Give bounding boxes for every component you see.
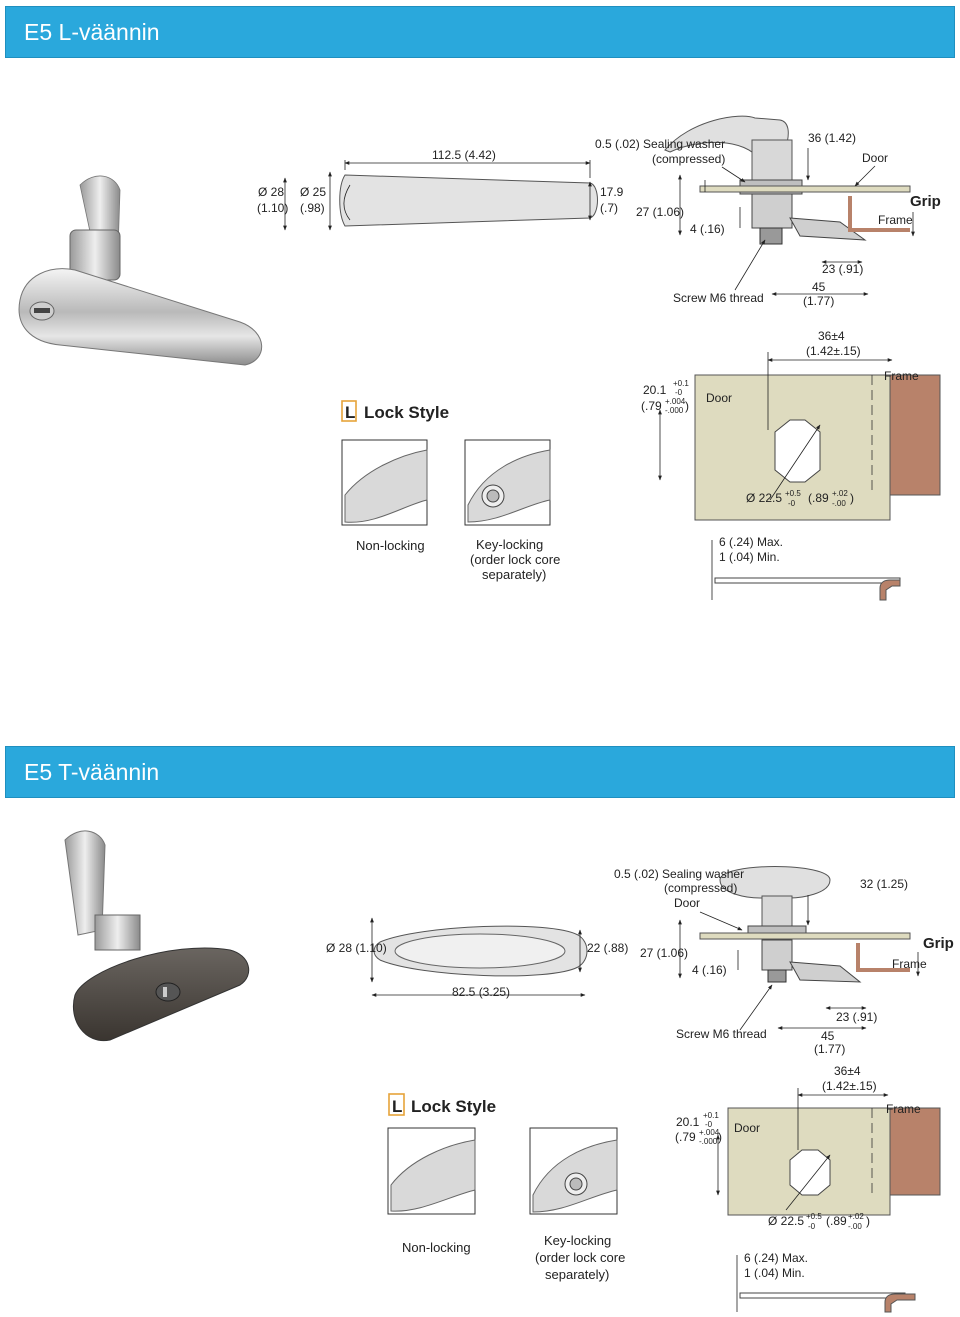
- t-cut-door: Door: [734, 1121, 760, 1135]
- l-dim-d36: 36 (1.42): [808, 131, 856, 145]
- l-cut-h201: 20.1: [643, 383, 667, 397]
- l-cut-h201-in-tol2: -.000: [665, 406, 684, 415]
- l-dim-grip: Grip: [910, 193, 941, 210]
- t-lock-style: L Lock Style Non-locking Key-locking (or…: [387, 1093, 625, 1282]
- t-section-drawing: 0.5 (.02) Sealing washer (compressed) Do…: [614, 866, 954, 1056]
- t-cut-d36-in: (1.42±.15): [822, 1079, 877, 1093]
- l-dim-dia28: Ø 28: [258, 185, 284, 199]
- t-dim-compressed: (compressed): [664, 881, 737, 895]
- l-cut-max: 6 (.24) Max.: [719, 535, 783, 549]
- l-dim-screw: Screw M6 thread: [673, 291, 764, 305]
- l-cut-frame: Frame: [884, 369, 919, 383]
- t-dim-d45-in: (1.77): [814, 1042, 845, 1056]
- t-cut-frame: Frame: [886, 1102, 921, 1116]
- t-dim-frame: Frame: [892, 957, 927, 971]
- t-cut-h201-tol2: -0: [705, 1120, 713, 1129]
- t-key-locking-2: (order lock core: [535, 1250, 625, 1265]
- l-dim-d45-in: (1.77): [803, 294, 834, 308]
- t-cut-dia225-tol2: -0: [808, 1222, 816, 1231]
- t-dim-washer: 0.5 (.02) Sealing washer: [614, 867, 744, 881]
- l-dim-d4: 4 (.16): [690, 222, 725, 236]
- l-handle-drawing: 112.5 (4.42) Ø 28 (1.10) Ø 25 (.98) 17.9…: [257, 148, 624, 231]
- t-cut-h201-in-tol: +.004: [699, 1128, 720, 1137]
- l-dim-washer: 0.5 (.02) Sealing washer: [595, 137, 725, 151]
- l-dim-dia28-in: (1.10): [257, 201, 288, 215]
- t-cut-h201-in: (.79: [675, 1130, 696, 1144]
- t-lock-style-letter: L: [392, 1097, 402, 1116]
- t-cutout-drawing: 36±4 (1.42±.15) Frame 20.1 +0.1 -0 (.79 …: [675, 1064, 941, 1313]
- l-dim-compressed: (compressed): [652, 152, 725, 166]
- t-cut-max: 6 (.24) Max.: [744, 1251, 808, 1265]
- l-cut-h201-in: (.79: [641, 399, 662, 413]
- l-cut-dia225: Ø 22.5: [746, 491, 782, 505]
- l-cut-dia225-in-tol2: -.00: [832, 499, 846, 508]
- l-key-locking-2: (order lock core: [470, 552, 560, 567]
- t-cut-h201-tol: +0.1: [703, 1111, 719, 1120]
- t-key-locking-1: Key-locking: [544, 1233, 611, 1248]
- t-dim-d32: 32 (1.25): [860, 877, 908, 891]
- l-cut-h201-tol: +0.1: [673, 379, 689, 388]
- l-handle-photo: [18, 175, 263, 366]
- t-handle-photo: [64, 830, 250, 1042]
- l-cut-d36-in: (1.42±.15): [806, 344, 861, 358]
- l-cut-dia225-in: (.89: [808, 491, 829, 505]
- section-title-t: E5 T-väännin: [5, 746, 955, 798]
- l-lock-style-letter: L: [345, 403, 355, 422]
- l-section-drawing: 0.5 (.02) Sealing washer (compressed) 36…: [595, 115, 941, 308]
- l-cut-dia225-in-tol: +.02: [832, 489, 848, 498]
- section-title-l: E5 L-väännin: [5, 6, 955, 58]
- l-cut-dia225-in-close: ): [850, 491, 854, 505]
- l-cutout-drawing: 36±4 (1.42±.15) Frame 20.1 +0.1 -0 (.79 …: [641, 329, 941, 601]
- l-lock-style-label: Lock Style: [364, 403, 449, 422]
- t-cut-h201-in-close: ): [718, 1130, 722, 1144]
- t-dim-d22: 22 (.88): [587, 941, 628, 955]
- l-non-locking: Non-locking: [356, 538, 425, 553]
- t-dim-door: Door: [674, 896, 700, 910]
- t-cut-dia225-in-tol2: -.00: [848, 1222, 862, 1231]
- t-cut-dia225-tol: +0.5: [806, 1212, 822, 1221]
- t-dim-dia28: Ø 28 (1.10): [326, 941, 387, 955]
- t-lock-style-label: Lock Style: [411, 1097, 496, 1116]
- t-cut-h201-in-tol2: -.000: [699, 1137, 718, 1146]
- l-dim-d27: 27 (1.06): [636, 205, 684, 219]
- t-dim-d23: 23 (.91): [836, 1010, 877, 1024]
- t-cut-d36: 36±4: [834, 1064, 861, 1078]
- t-dim-d45: 45: [821, 1029, 835, 1043]
- t-cut-dia225-in: (.89: [826, 1214, 847, 1228]
- l-dim-door: Door: [862, 151, 888, 165]
- l-lock-style: L Lock Style Non-locking Key-locking (or…: [341, 400, 560, 582]
- l-cut-h201-in-close: ): [685, 399, 689, 413]
- t-dim-d27: 27 (1.06): [640, 946, 688, 960]
- l-dim-dia25: Ø 25: [300, 185, 326, 199]
- t-dim-d825: 82.5 (3.25): [452, 985, 510, 999]
- l-dim-d23: 23 (.91): [822, 262, 863, 276]
- t-cut-min: 1 (.04) Min.: [744, 1266, 805, 1280]
- l-cut-d36: 36±4: [818, 329, 845, 343]
- l-dim-d45: 45: [812, 280, 826, 294]
- t-key-locking-3: separately): [545, 1267, 609, 1282]
- l-cut-door: Door: [706, 391, 732, 405]
- t-dim-d4: 4 (.16): [692, 963, 727, 977]
- t-dim-screw: Screw M6 thread: [676, 1027, 767, 1041]
- l-dim-length: 112.5 (4.42): [432, 148, 496, 162]
- l-cut-h201-tol2: -0: [675, 388, 683, 397]
- l-key-locking-3: separately): [482, 567, 546, 582]
- l-dim-h179-in: (.7): [600, 201, 618, 215]
- t-cut-dia225-in-close: ): [866, 1214, 870, 1228]
- t-dim-grip: Grip: [923, 935, 954, 952]
- t-cut-h201: 20.1: [676, 1115, 700, 1129]
- t-handle-drawing: Ø 28 (1.10) 22 (.88) 82.5 (3.25): [326, 917, 628, 999]
- l-cut-dia225-tol2: -0: [788, 499, 796, 508]
- l-dim-h179: 17.9: [600, 185, 624, 199]
- l-dim-dia25-in: (.98): [300, 201, 325, 215]
- l-cut-h201-in-tol: +.004: [665, 397, 686, 406]
- l-key-locking-1: Key-locking: [476, 537, 543, 552]
- t-cut-dia225-in-tol: +.02: [848, 1212, 864, 1221]
- t-cut-dia225: Ø 22.5: [768, 1214, 804, 1228]
- l-dim-frame: Frame: [878, 213, 913, 227]
- l-cut-dia225-tol: +0.5: [785, 489, 801, 498]
- t-non-locking: Non-locking: [402, 1240, 471, 1255]
- l-cut-min: 1 (.04) Min.: [719, 550, 780, 564]
